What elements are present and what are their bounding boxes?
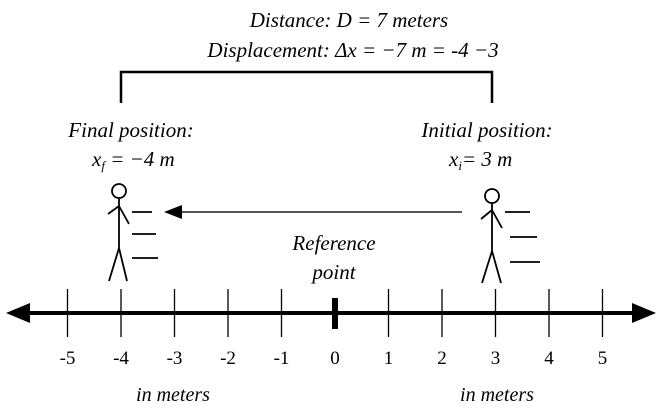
- initial-position-subscript: i: [458, 158, 462, 173]
- initial-position-heading: Initial position:: [421, 118, 553, 142]
- initial-position-motion-lines: [505, 211, 540, 263]
- displacement-label: Displacement: Δx = −7 m = -4 −3: [207, 38, 499, 62]
- reference-point-label-line2: point: [312, 260, 356, 284]
- motion-arrow-head: [164, 205, 182, 219]
- reference-point-label-line1: Reference: [292, 231, 376, 255]
- initial-position-variable: x: [449, 147, 459, 171]
- tick-label: 4: [544, 348, 554, 369]
- tick-label: -4: [113, 348, 129, 369]
- tick-label: 0: [330, 348, 340, 369]
- tick-label: -1: [273, 348, 290, 369]
- final-position-subscript: f: [101, 158, 105, 173]
- tick-label: -3: [166, 348, 183, 369]
- initial-position-value: = 3 m: [461, 147, 513, 171]
- number-line-right-arrow: [632, 303, 656, 323]
- number-line-left-arrow: [6, 303, 30, 323]
- final-position-heading: Final position:: [68, 118, 194, 142]
- distance-label: Distance: D = 7 meters: [249, 8, 449, 32]
- unit-label-right: in meters: [460, 384, 534, 406]
- initial-position-equation: xi= 3 m: [449, 147, 512, 178]
- tick-label: 1: [383, 348, 394, 369]
- final-position-value: = −4 m: [104, 147, 175, 171]
- displacement-bracket: [119, 70, 494, 103]
- number-line-ticks: [66, 289, 604, 337]
- tick-label: 5: [597, 348, 608, 369]
- unit-label-left: in meters: [136, 384, 210, 406]
- tick-label: 3: [490, 348, 501, 369]
- final-position-motion-lines: [132, 211, 158, 259]
- tick-label: 2: [437, 348, 447, 369]
- tick-label: -2: [220, 348, 236, 369]
- tick-label: -5: [59, 348, 76, 369]
- final-position-equation: xf = −4 m: [92, 147, 175, 178]
- final-position-figure: [107, 183, 130, 282]
- final-position-variable: x: [92, 147, 102, 171]
- initial-position-figure: [480, 188, 503, 284]
